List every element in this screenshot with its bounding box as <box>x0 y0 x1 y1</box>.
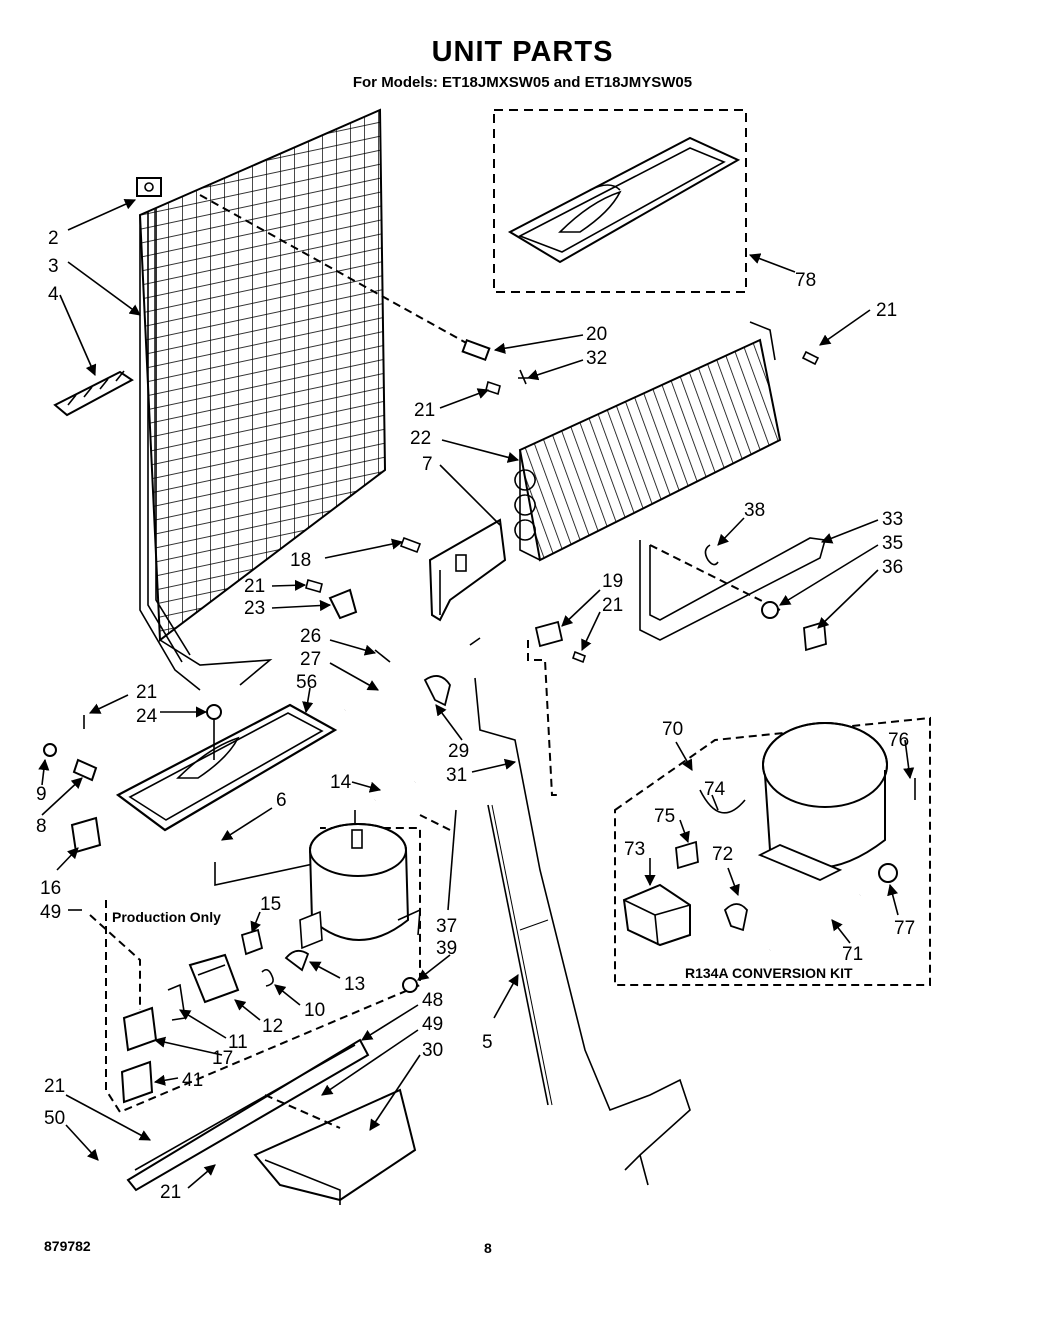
callout-23: 23 <box>244 598 265 619</box>
callout-78: 78 <box>795 270 816 291</box>
page-number: 8 <box>484 1240 492 1256</box>
evaporator <box>514 321 782 562</box>
callout-21-g: 21 <box>160 1182 181 1203</box>
tubing <box>419 640 691 1186</box>
callout-18: 18 <box>290 550 311 571</box>
callout-49-b: 49 <box>422 1014 443 1035</box>
callout-21-f: 21 <box>44 1076 65 1097</box>
callout-73: 73 <box>624 839 645 860</box>
callout-3: 3 <box>48 256 59 277</box>
callout-77: 77 <box>894 918 915 939</box>
callout-4: 4 <box>48 284 59 305</box>
callout-21-b: 21 <box>414 400 435 421</box>
condenser <box>138 108 471 691</box>
part-23-clip <box>305 536 422 620</box>
callout-14: 14 <box>330 772 352 793</box>
callout-41: 41 <box>182 1070 203 1091</box>
callout-12: 12 <box>262 1016 283 1037</box>
document-number: 879782 <box>44 1238 91 1254</box>
drain-pan-56 <box>115 703 338 832</box>
part-4-bracket <box>53 370 134 417</box>
callout-74: 74 <box>704 779 726 800</box>
conversion-kit-box: R134A CONVERSION KIT <box>614 716 931 986</box>
production-only-label: Production Only <box>112 909 221 925</box>
callout-labels: 2 3 4 78 21 20 32 21 22 7 38 33 35 36 18… <box>36 228 915 1203</box>
callout-9: 9 <box>36 784 47 805</box>
base-and-rail <box>126 1038 417 1205</box>
parts-6-14 <box>212 779 417 862</box>
callout-10: 10 <box>304 1000 325 1021</box>
callout-21-e: 21 <box>136 682 157 703</box>
callout-75: 75 <box>654 806 675 827</box>
callout-32: 32 <box>586 348 607 369</box>
callout-21-d: 21 <box>602 595 623 616</box>
callout-24: 24 <box>136 706 158 727</box>
callout-21-c: 21 <box>244 576 265 597</box>
relay-parts <box>70 816 274 1104</box>
callout-11: 11 <box>228 1032 248 1053</box>
callout-13: 13 <box>344 974 365 995</box>
compressor-production <box>284 823 421 993</box>
ice-tray-78 <box>493 109 747 293</box>
part-2-clip <box>136 177 162 197</box>
callout-56: 56 <box>296 672 317 693</box>
callout-21-a: 21 <box>876 300 897 321</box>
callout-8: 8 <box>36 816 47 837</box>
callout-48: 48 <box>422 990 443 1011</box>
callout-leaders <box>38 199 915 1189</box>
heater-loop <box>534 537 827 664</box>
callout-72: 72 <box>712 844 733 865</box>
models-subtitle: For Models: ET18JMXSW05 and ET18JMYSW05 <box>352 74 693 91</box>
callout-70: 70 <box>662 719 683 740</box>
callout-15: 15 <box>260 894 281 915</box>
callout-38: 38 <box>744 500 765 521</box>
callout-26: 26 <box>300 626 321 647</box>
small-fittings <box>461 338 820 396</box>
callout-27: 27 <box>300 649 321 670</box>
filter-drier <box>343 637 481 713</box>
callout-22: 22 <box>410 428 431 449</box>
callout-50: 50 <box>44 1108 65 1129</box>
callout-29: 29 <box>448 741 469 762</box>
parts-8-9 <box>43 715 98 782</box>
callout-2: 2 <box>48 228 59 249</box>
callout-33: 33 <box>882 509 903 530</box>
evaporator-bracket <box>428 518 507 622</box>
callout-17: 17 <box>212 1048 233 1069</box>
callout-31: 31 <box>446 765 467 786</box>
callout-37: 37 <box>436 916 457 937</box>
callout-35: 35 <box>882 533 903 554</box>
callout-16: 16 <box>40 878 61 899</box>
callout-76: 76 <box>888 730 909 751</box>
callout-71: 71 <box>842 944 863 965</box>
conversion-kit-label: R134A CONVERSION KIT <box>685 965 853 981</box>
callout-5: 5 <box>482 1032 493 1053</box>
callout-49-a: 49 <box>40 902 61 923</box>
callout-39: 39 <box>436 938 457 959</box>
page-title: UNIT PARTS <box>431 36 614 68</box>
callout-6: 6 <box>276 790 287 811</box>
callout-19: 19 <box>602 571 623 592</box>
callout-7: 7 <box>422 454 433 475</box>
callout-36: 36 <box>882 557 903 578</box>
callout-20: 20 <box>586 324 607 345</box>
callout-30: 30 <box>422 1040 443 1061</box>
